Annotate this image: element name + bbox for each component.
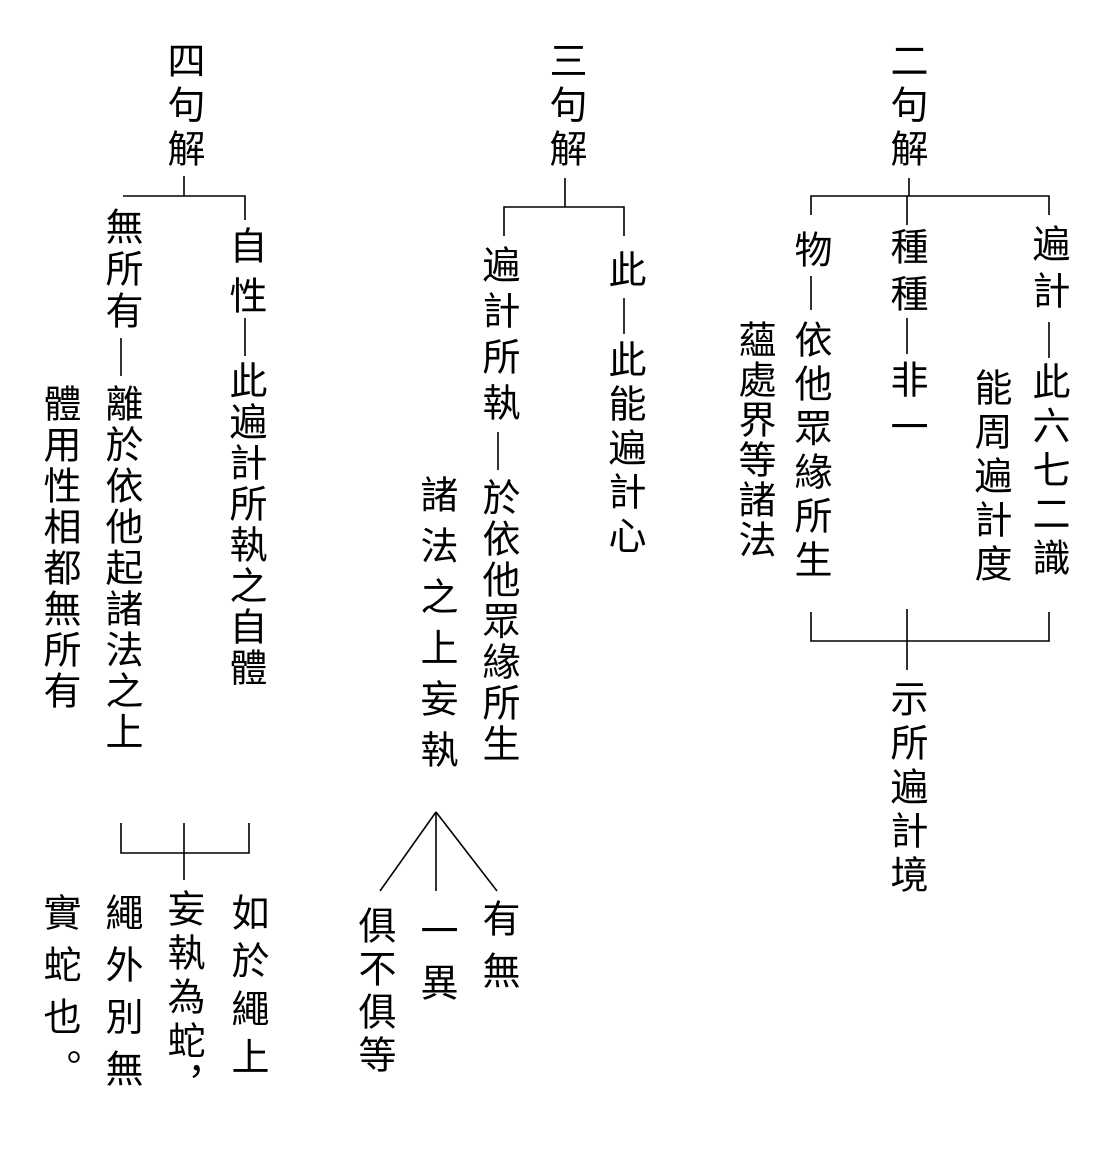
col3-leaf-existence: 有無 (476, 899, 520, 1003)
col4-analogy-2: 妄執為蛇， (161, 889, 205, 1109)
col4-text-none-1: 離於依他起諸法之上 (99, 384, 143, 753)
connector-line (120, 823, 250, 854)
connector-line (379, 811, 437, 892)
col3-text-grasped-1: 於依他眾緣所生 (476, 478, 520, 765)
col2-branch-thing: 物 (788, 230, 832, 268)
col2-branch-pervasive: 遍計 (1026, 224, 1070, 318)
col4-branch-none: 無所有 (99, 207, 143, 333)
col2-branch-various: 種種 (884, 227, 928, 321)
connector-line (503, 206, 625, 236)
connector-line (810, 195, 1050, 215)
col3-text-grasped-2: 諸法之上妄執 (414, 475, 458, 781)
col2-text-pervasive-1: 此六七二識 (1026, 362, 1070, 582)
col3-leaf-identity: 一異 (414, 911, 458, 1015)
col3-leaf-both: 俱不俱等 (352, 906, 396, 1078)
connector-line (435, 811, 498, 892)
col4-analogy-3: 繩外別無 (99, 893, 143, 1101)
col4-analogy-1: 如於繩上 (225, 893, 269, 1085)
col2-text-various: 非一 (884, 360, 928, 454)
connector-line (123, 195, 246, 220)
col3-text-this: 此能遍計心 (602, 340, 646, 560)
col2-conclusion: 示所遍計境 (884, 679, 928, 899)
connector-line (810, 612, 1050, 642)
col2-header: 二句解 (884, 41, 928, 173)
col2-text-thing-1: 依他眾緣所生 (788, 320, 832, 584)
col3-branch-grasped: 遍計所執 (476, 245, 520, 429)
col3-header: 三句解 (543, 41, 587, 173)
col2-text-thing-2: 蘊處界等諸法 (732, 320, 776, 560)
col4-text-self: 此遍計所執之自體 (223, 361, 267, 689)
col4-header: 四句解 (161, 41, 205, 173)
col3-branch-this: 此 (602, 250, 646, 288)
col4-branch-self: 自性 (223, 226, 267, 326)
col4-text-none-2: 體用性相都無所有 (37, 384, 81, 712)
col4-analogy-4: 實蛇也。 (37, 893, 81, 1101)
col2-text-pervasive-2: 能周遍計度 (968, 368, 1012, 588)
